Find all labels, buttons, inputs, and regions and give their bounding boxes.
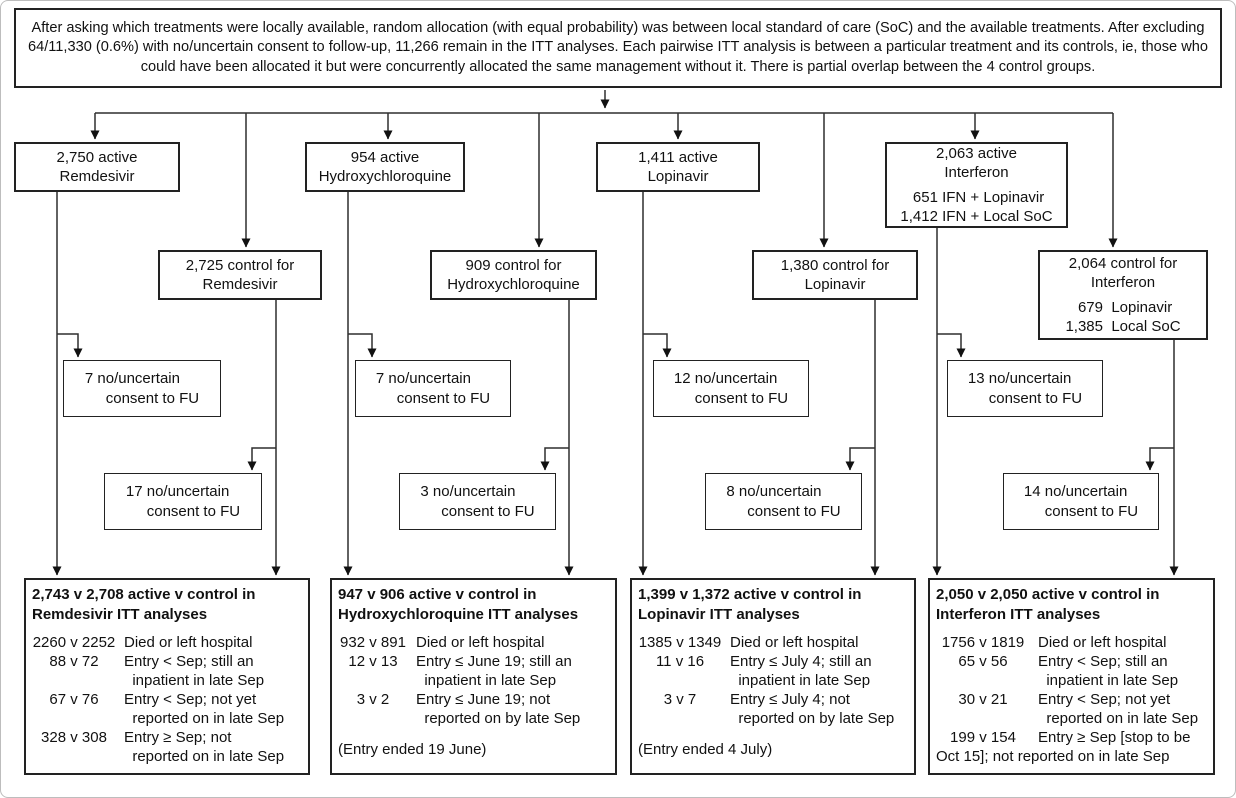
elbow-exclusion-control-lopinavir <box>845 447 875 471</box>
itt-row-desc: Entry ≤ July 4; not reported on by late … <box>730 691 895 728</box>
itt-row-counts: 3 v 7 <box>663 691 697 709</box>
elbow-exclusion-control-remdesivir <box>247 447 276 471</box>
itt-interferon-overflow-line: Oct 15]; not reported on in late Sep <box>936 748 1170 766</box>
itt-box-lopinavir: 1,399 v 1,372 active v control in Lopina… <box>630 578 916 775</box>
elbow-exclusion-active-interferon <box>937 333 966 358</box>
exclusion-control-remdesivir-label: 17 no/uncertain consent to FU <box>125 483 241 520</box>
itt-row-desc: Died or left hospital <box>124 634 253 651</box>
itt-row: 12 v 13 Entry ≤ June 19; still an inpati… <box>338 652 610 690</box>
itt-row-counts: 65 v 56 <box>958 653 1008 671</box>
control-box-lopinavir-label: 1,380 control for Lopinavir <box>780 256 890 294</box>
itt-row: 1756 v 1819 Died or left hospital <box>936 633 1208 652</box>
active-box-remdesivir-label: 2,750 active Remdesivir <box>56 148 138 186</box>
itt-row-counts: 3 v 2 <box>356 691 390 709</box>
itt-row-desc: Died or left hospital <box>730 634 859 651</box>
elbow-exclusion-control-hcq <box>540 447 569 471</box>
itt-row-desc: Died or left hospital <box>1038 634 1167 651</box>
itt-row: 11 v 16 Entry ≤ July 4; still an inpatie… <box>638 652 909 690</box>
itt-row-desc: Entry ≤ June 19; still an inpatient in l… <box>416 653 572 690</box>
itt-row-counts: 2260 v 2252 <box>32 634 116 651</box>
active-box-remdesivir: 2,750 active Remdesivir <box>14 142 180 192</box>
exclusion-box-active-lopinavir: 12 no/uncertain consent to FU <box>653 360 809 417</box>
control-box-interferon: 2,064 control for Interferon 679 Lopinav… <box>1038 250 1208 340</box>
exclusion-box-active-hydroxychloroquine: 7 no/uncertain consent to FU <box>355 360 511 417</box>
itt-lopinavir-title: 1,399 v 1,372 active v control in Lopina… <box>638 586 862 623</box>
exclusion-control-hydroxychloroquine-label: 3 no/uncertain consent to FU <box>420 483 535 520</box>
itt-row: 328 v 308 Entry ≥ Sep; not reported on i… <box>32 728 303 766</box>
itt-row-counts: 67 v 76 <box>49 691 99 709</box>
control-box-remdesivir: 2,725 control for Remdesivir <box>158 250 322 300</box>
exclusion-box-control-hydroxychloroquine: 3 no/uncertain consent to FU <box>399 473 556 530</box>
exclusion-control-lopinavir-label: 8 no/uncertain consent to FU <box>726 483 841 520</box>
itt-row: 2260 v 2252 Died or left hospital <box>32 633 303 652</box>
active-box-interferon-sublabel: 651 IFN + Lopinavir 1,412 IFN + Local So… <box>900 188 1053 226</box>
itt-hydroxychloroquine-footer: (Entry ended 19 June) <box>338 741 487 759</box>
itt-row-desc: Entry ≥ Sep [stop to be <box>1038 729 1191 747</box>
control-box-lopinavir: 1,380 control for Lopinavir <box>752 250 918 300</box>
elbow-exclusion-control-interferon <box>1145 447 1174 471</box>
itt-row-counts: 1385 v 1349 <box>638 634 722 651</box>
itt-row: 67 v 76 Entry < Sep; not yet reported on… <box>32 690 303 728</box>
itt-interferon-title: 2,050 v 2,050 active v control in Interf… <box>936 586 1160 623</box>
active-box-hydroxychloroquine: 954 active Hydroxychloroquine <box>305 142 465 192</box>
itt-row-counts: 88 v 72 <box>49 653 99 671</box>
itt-row-counts: 328 v 308 <box>41 729 107 747</box>
itt-box-remdesivir: 2,743 v 2,708 active v control in Remdes… <box>24 578 310 775</box>
itt-row-desc: Entry < Sep; still an inpatient in late … <box>1038 653 1179 690</box>
itt-row-desc: Entry < Sep; not yet reported on in late… <box>124 691 285 728</box>
active-box-interferon: 2,063 active Interferon 651 IFN + Lopina… <box>885 142 1068 228</box>
itt-row: 65 v 56 Entry < Sep; still an inpatient … <box>936 652 1208 690</box>
itt-row-desc: Entry < Sep; not yet reported on in late… <box>1038 691 1199 728</box>
control-box-hydroxychloroquine-label: 909 control for Hydroxychloroquine <box>447 256 580 294</box>
itt-row: 3 v 2 Entry ≤ June 19; not reported on b… <box>338 690 610 728</box>
active-box-lopinavir: 1,411 active Lopinavir <box>596 142 760 192</box>
active-box-lopinavir-label: 1,411 active Lopinavir <box>638 148 718 186</box>
itt-row: 88 v 72 Entry < Sep; still an inpatient … <box>32 652 303 690</box>
exclusion-box-control-remdesivir: 17 no/uncertain consent to FU <box>104 473 262 530</box>
control-box-interferon-sublabel: 679 Lopinavir 1,385 Local SoC <box>1065 298 1181 336</box>
elbow-exclusion-active-remdesivir <box>57 333 83 358</box>
elbow-exclusion-active-lopinavir <box>643 333 672 358</box>
itt-row-counts: 12 v 13 <box>348 653 398 671</box>
exclusion-box-active-remdesivir: 7 no/uncertain consent to FU <box>63 360 221 417</box>
itt-row: 3 v 7 Entry ≤ July 4; not reported on by… <box>638 690 909 728</box>
exclusion-active-interferon-label: 13 no/uncertain consent to FU <box>967 370 1083 407</box>
exclusion-box-control-interferon: 14 no/uncertain consent to FU <box>1003 473 1159 530</box>
control-box-remdesivir-label: 2,725 control for Remdesivir <box>185 256 295 294</box>
itt-row: 199 v 154 Entry ≥ Sep [stop to be <box>936 728 1208 747</box>
itt-box-interferon: 2,050 v 2,050 active v control in Interf… <box>928 578 1215 775</box>
itt-row-desc: Entry < Sep; still an inpatient in late … <box>124 653 265 690</box>
itt-row-desc: Died or left hospital <box>416 634 545 651</box>
control-box-interferon-label: 2,064 control for Interferon <box>1068 254 1178 292</box>
itt-row: 1385 v 1349 Died or left hospital <box>638 633 909 652</box>
exclusion-active-lopinavir-label: 12 no/uncertain consent to FU <box>673 370 789 407</box>
intro-note-box: After asking which treatments were local… <box>14 8 1222 88</box>
exclusion-box-control-lopinavir: 8 no/uncertain consent to FU <box>705 473 862 530</box>
intro-note-text: After asking which treatments were local… <box>27 19 1208 75</box>
itt-row-desc: Entry ≤ July 4; still an inpatient in la… <box>730 653 872 690</box>
active-box-interferon-label: 2,063 active Interferon <box>936 144 1017 182</box>
control-box-hydroxychloroquine: 909 control for Hydroxychloroquine <box>430 250 597 300</box>
itt-row-counts: 30 v 21 <box>958 691 1008 709</box>
itt-row-counts: 11 v 16 <box>655 653 705 671</box>
exclusion-active-remdesivir-label: 7 no/uncertain consent to FU <box>84 370 200 407</box>
itt-row-counts: 932 v 891 <box>340 634 406 651</box>
itt-row: 30 v 21 Entry < Sep; not yet reported on… <box>936 690 1208 728</box>
exclusion-active-hydroxychloroquine-label: 7 no/uncertain consent to FU <box>375 370 491 407</box>
itt-remdesivir-title: 2,743 v 2,708 active v control in Remdes… <box>32 586 256 623</box>
itt-row-counts: 1756 v 1819 <box>941 634 1025 651</box>
itt-row: 932 v 891 Died or left hospital <box>338 633 610 652</box>
itt-hydroxychloroquine-title: 947 v 906 active v control in Hydroxychl… <box>338 586 579 623</box>
exclusion-control-interferon-label: 14 no/uncertain consent to FU <box>1023 483 1139 520</box>
itt-row-desc: Entry ≤ June 19; not reported on by late… <box>416 691 581 728</box>
exclusion-box-active-interferon: 13 no/uncertain consent to FU <box>947 360 1103 417</box>
itt-box-hydroxychloroquine: 947 v 906 active v control in Hydroxychl… <box>330 578 617 775</box>
itt-lopinavir-footer: (Entry ended 4 July) <box>638 741 773 759</box>
elbow-exclusion-active-hcq <box>348 333 377 358</box>
active-box-hydroxychloroquine-label: 954 active Hydroxychloroquine <box>318 148 452 186</box>
itt-row-desc: Entry ≥ Sep; not reported on in late Sep <box>124 729 285 766</box>
itt-row-counts: 199 v 154 <box>950 729 1016 747</box>
